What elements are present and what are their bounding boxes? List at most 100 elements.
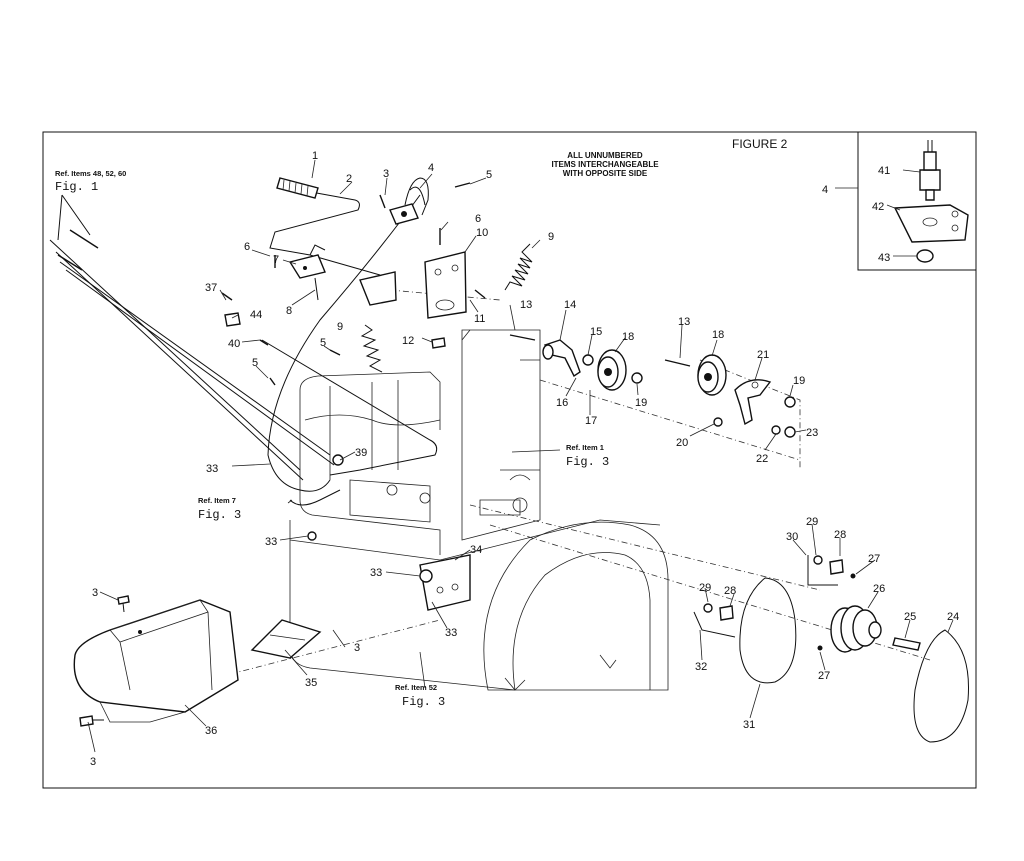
note-line-3: WITH OPPOSITE SIDE [563, 169, 648, 178]
part-30-idler-arm [807, 555, 838, 586]
ref-item-1: Ref. Item 1 [566, 443, 604, 452]
callout-3-bracket: 3 [354, 642, 360, 654]
callout-3-guard-top: 3 [92, 587, 98, 599]
callout-27-lower: 27 [818, 670, 830, 682]
engine-outline [289, 329, 661, 691]
part-12-nut [431, 337, 446, 349]
part-3-screw-top [117, 595, 130, 613]
leader-lines [87, 159, 954, 753]
part-18-pulley-left [597, 349, 627, 391]
note-line-2: ITEMS INTERCHANGEABLE [551, 160, 659, 169]
callout-33-b: 33 [265, 536, 277, 548]
part-14-idler-arm [542, 339, 581, 378]
part-2-control-rod [269, 177, 381, 276]
part-19-washer-left [631, 372, 643, 384]
callout-6-right: 6 [475, 213, 481, 225]
callout-35: 35 [305, 677, 317, 689]
callout-33-d: 33 [445, 627, 457, 639]
callout-14: 14 [564, 299, 576, 311]
callout-29-left: 29 [699, 582, 711, 594]
callout-8: 8 [286, 305, 292, 317]
inset-frame [857, 131, 977, 271]
callout-34: 34 [470, 544, 482, 556]
part-15-nut [582, 354, 594, 366]
part-31-belt [739, 577, 797, 684]
callout-36: 36 [205, 725, 217, 737]
callout-7: 7 [273, 254, 279, 266]
ref-item-52: Ref. Item 52 [395, 683, 437, 692]
part-22-washer [771, 425, 781, 435]
callout-5-left: 5 [252, 357, 258, 369]
part-18-pulley-right [697, 354, 727, 396]
centerline-4 [699, 359, 801, 470]
callout-40: 40 [228, 338, 240, 350]
axle-housing [483, 521, 669, 691]
callout-16: 16 [556, 397, 568, 409]
part-21-idler-bracket [734, 379, 772, 426]
callout-25: 25 [904, 611, 916, 623]
part-27-pin-upper [850, 573, 856, 579]
ref-item-7: Ref. Item 7 [198, 496, 236, 505]
part-41-switch [919, 140, 941, 201]
part-32-idler-arm [693, 611, 736, 638]
callout-15: 15 [590, 326, 602, 338]
control-cable [261, 186, 438, 506]
callout-9-lower: 9 [337, 321, 343, 333]
callout-3: 3 [383, 168, 389, 180]
part-7-bracket [288, 244, 326, 301]
callout-10: 10 [476, 227, 488, 239]
part-19-washer-right [784, 396, 796, 408]
note-line-1: ALL UNNUMBERED [567, 151, 643, 160]
callout-17: 17 [585, 415, 597, 427]
part-42-plate [893, 204, 969, 243]
callout-28-left: 28 [724, 585, 736, 597]
part-3-screw-bottom [79, 715, 104, 727]
callout-21: 21 [757, 349, 769, 361]
part-4-switch [389, 177, 429, 225]
callout-2: 2 [346, 173, 352, 185]
callout-42: 42 [872, 201, 884, 213]
part-10-bracket [359, 251, 467, 319]
centerline-3 [539, 379, 801, 461]
callout-24: 24 [947, 611, 959, 623]
callout-32: 32 [695, 661, 707, 673]
ref-item-7-fig: Fig. 3 [198, 508, 241, 522]
part-26-pulley [830, 605, 882, 653]
callout-3-guard-bottom: 3 [90, 756, 96, 768]
callout-18-left: 18 [622, 331, 634, 343]
callout-29-right: 29 [806, 516, 818, 528]
part-24-belt [913, 629, 970, 743]
diagram-frame [42, 131, 977, 789]
callout-28-right: 28 [834, 529, 846, 541]
part-35-bracket [250, 619, 322, 659]
callout-33-a: 33 [206, 463, 218, 475]
callout-11: 11 [474, 313, 485, 325]
part-28-bolt-left [719, 605, 734, 621]
callout-44: 44 [250, 309, 262, 321]
ref-items-48-52-60: Ref. Items 48, 52, 60 [55, 169, 126, 178]
ref-fig1: Fig. 1 [55, 180, 98, 194]
bolts [221, 182, 691, 386]
part-23-washer [784, 426, 796, 438]
part-20-nut [713, 417, 723, 427]
callout-20: 20 [676, 437, 688, 449]
callout-41: 41 [878, 165, 890, 177]
part-27-pin-lower [817, 645, 823, 651]
callout-30: 30 [786, 531, 798, 543]
figure-title: FIGURE 2 [732, 137, 788, 151]
callout-26: 26 [873, 583, 885, 595]
callout-37: 37 [205, 282, 217, 294]
part-28-bolt-right [829, 559, 844, 575]
ref-item-52-fig: Fig. 3 [402, 695, 445, 709]
part-34-bracket [419, 554, 471, 611]
part-29-washer-right [813, 555, 823, 565]
callout-9-upper: 9 [548, 231, 554, 243]
part-25-key [892, 637, 921, 651]
callout-19-right: 19 [793, 375, 805, 387]
part-36-belt-guard [73, 599, 239, 723]
part-29-washer-left [703, 603, 713, 613]
centerline-2 [489, 524, 931, 661]
callout-23: 23 [806, 427, 818, 439]
callout-22: 22 [756, 453, 768, 465]
